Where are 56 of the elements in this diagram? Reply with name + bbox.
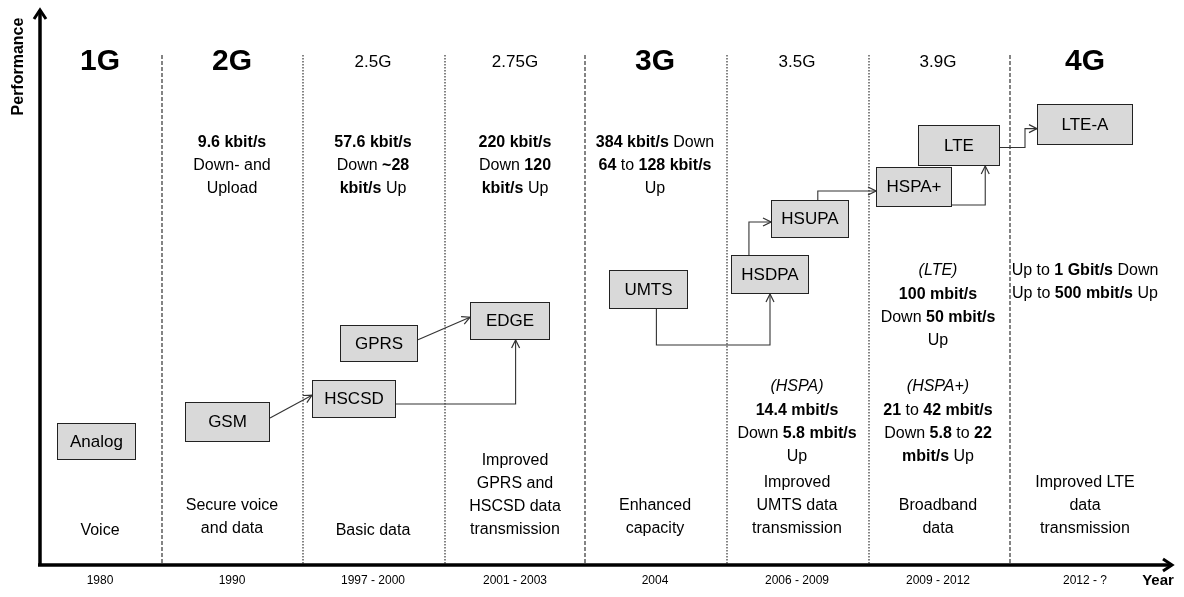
arrow (269, 394, 313, 419)
technology-box: Analog (57, 423, 136, 460)
year-label: 1997 - 2000 (339, 572, 407, 588)
description-text: Voice (79, 520, 121, 540)
speed-text: (HSPA+) (905, 376, 971, 396)
technology-box: HSDPA (731, 255, 809, 294)
speed-text: 14.4 mbit/s Down 5.8 mbit/s Up (737, 400, 857, 466)
speed-text: 21 to 42 mbit/s Down 5.8 to 22 mbit/s Up (882, 400, 994, 466)
speed-text: 100 mbit/s Down 50 mbit/s Up (879, 284, 997, 350)
arrow (417, 316, 471, 341)
generation-heading: 1G (79, 42, 121, 78)
description-text: Improved UMTS data transmission (751, 472, 843, 538)
description-text: Enhanced capacity (617, 495, 693, 538)
arrow (748, 217, 772, 256)
year-label: 1990 (217, 572, 247, 588)
year-label: 1980 (85, 572, 115, 588)
description-text: Improved LTE data transmission (1034, 472, 1136, 538)
generation-heading: 3.5G (777, 51, 817, 73)
technology-box: LTE-A (1037, 104, 1133, 145)
speed-text: 9.6 kbit/s Down- and Upload (192, 132, 272, 198)
technology-box: HSCSD (312, 380, 396, 418)
speed-text: (HSPA) (769, 376, 825, 396)
arrow (655, 293, 775, 346)
technology-box: GSM (185, 402, 270, 442)
arrow (395, 339, 521, 405)
year-label: 2006 - 2009 (763, 572, 831, 588)
speed-text: Up to 1 Gbit/s Down Up to 500 mbit/s Up (1010, 260, 1160, 303)
technology-box: EDGE (470, 302, 550, 340)
description-text: Improved GPRS and HSCSD data transmission (468, 450, 562, 539)
generation-heading: 4G (1064, 42, 1106, 78)
generation-heading: 2.75G (490, 51, 540, 73)
generation-heading: 3.9G (918, 51, 958, 73)
year-label: 2001 - 2003 (481, 572, 549, 588)
technology-box: LTE (918, 125, 1000, 166)
speed-text: 220 kbit/s Down 120 kbit/s Up (477, 132, 553, 198)
technology-box: HSPA+ (876, 167, 952, 207)
year-label: 2004 (640, 572, 670, 588)
description-text: Broadband data (897, 495, 979, 538)
technology-box: UMTS (609, 270, 688, 309)
technology-box: HSUPA (771, 200, 849, 238)
axis-title: Performance (7, 16, 27, 117)
speed-text: 384 kbit/s Down 64 to 128 kbit/s Up (595, 132, 715, 198)
generation-heading: 2.5G (353, 51, 393, 73)
speed-text: (LTE) (917, 260, 959, 280)
arrow (817, 186, 877, 201)
technology-box: GPRS (340, 325, 418, 362)
generation-heading: 3G (634, 42, 676, 78)
arrow (951, 165, 990, 206)
generation-heading: 2G (211, 42, 253, 78)
axis-title: Year (1141, 570, 1175, 590)
year-label: 2009 - 2012 (904, 572, 972, 588)
arrow (999, 124, 1038, 149)
year-label: 2012 - ? (1061, 572, 1108, 588)
description-text: Basic data (334, 520, 412, 540)
speed-text: 57.6 kbit/s Down ~28 kbit/s Up (333, 132, 413, 198)
description-text: Secure voice and data (184, 495, 280, 538)
